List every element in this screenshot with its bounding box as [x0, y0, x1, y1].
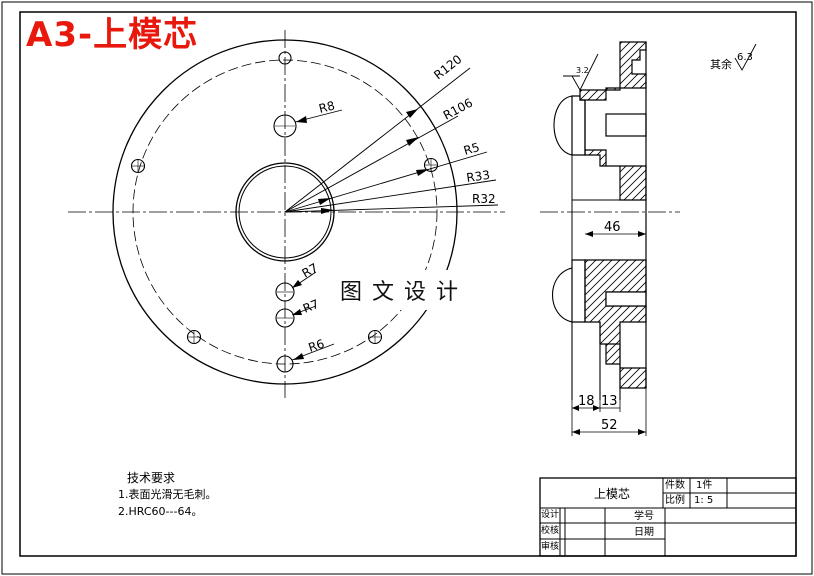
front-view	[68, 30, 505, 398]
title-overlay: A3-上模芯	[26, 15, 199, 55]
radius-arrowheads	[292, 109, 429, 360]
dim-13: 13	[601, 394, 618, 409]
tech-req-heading: 技术要求	[127, 471, 176, 485]
label-r120: R120	[431, 52, 464, 82]
section-outline-lower	[571, 259, 586, 323]
section-dimension-labels: 46 18 13 52	[578, 220, 621, 433]
label-r33: R33	[465, 168, 490, 185]
label-r6: R6	[307, 337, 327, 355]
label-r106: R106	[441, 96, 475, 123]
roughness-symbol-section	[563, 53, 599, 91]
label-r5: R5	[462, 140, 481, 158]
title-block-grid	[539, 477, 797, 557]
roughness-note: 其余 6.3	[710, 43, 757, 71]
title-block-scale-value: 1: 5	[694, 495, 714, 506]
label-r32: R32	[472, 192, 496, 206]
hole-r7-upper	[275, 282, 295, 302]
dim-18: 18	[578, 394, 595, 409]
watermark: 图文设计	[332, 270, 477, 310]
section-upper-slot	[605, 113, 647, 137]
title-block-quantity-value: 1件	[696, 480, 713, 491]
groove-upper	[553, 95, 573, 156]
title-block-quantity-label: 件数	[665, 480, 685, 491]
section-view	[540, 41, 680, 400]
hole-r8	[273, 114, 297, 138]
dim-52: 52	[601, 418, 618, 433]
section-lower-hatch	[584, 259, 647, 389]
title-block-review-label: 审核	[541, 542, 560, 552]
central-bore-inner	[238, 165, 332, 259]
label-r8: R8	[317, 98, 336, 115]
inner-holes	[273, 114, 297, 328]
section-dimension-arrows	[572, 231, 646, 435]
pitch-hole	[186, 329, 202, 345]
pitch-hole	[367, 329, 383, 345]
central-bore-outer	[235, 162, 335, 262]
roughness-note-prefix: 其余	[710, 57, 732, 71]
pitch-hole	[276, 355, 294, 373]
title-block-date-label: 日期	[634, 527, 654, 538]
title-block-design-label: 设计	[541, 510, 560, 520]
section-lower-slot	[605, 291, 647, 307]
pitch-holes	[130, 51, 439, 373]
title-block-check-label: 校核	[541, 526, 560, 536]
pitch-hole	[130, 158, 146, 174]
hole-center-marks	[132, 125, 437, 343]
label-r7-upper: R7	[300, 260, 321, 280]
roughness-note-symbol	[734, 43, 757, 71]
bottom-step	[571, 322, 621, 400]
section-outline	[571, 95, 586, 156]
tech-req-item-1: 1.表面光滑无毛刺。	[118, 488, 217, 501]
label-r7-lower: R7	[301, 297, 321, 316]
pitch-hole	[278, 51, 292, 65]
pitch-hole	[423, 157, 439, 173]
outer-circle	[112, 39, 458, 385]
groove-lower	[551, 267, 573, 323]
tech-req-item-2: 2.HRC60---64。	[118, 505, 203, 518]
pitch-circle	[132, 59, 438, 365]
sheet-inner-frame	[19, 11, 797, 557]
dim-46: 46	[604, 220, 621, 235]
hole-r7-lower	[275, 308, 295, 328]
title-block-student-id-label: 学号	[634, 511, 654, 522]
title-block-part-name: 上模芯	[594, 487, 631, 501]
title-block-scale-label: 比例	[665, 495, 685, 506]
roughness-note-value: 6.3	[737, 52, 753, 63]
section-dimensions	[571, 233, 647, 436]
roughness-value-section: 3.2	[576, 66, 589, 75]
